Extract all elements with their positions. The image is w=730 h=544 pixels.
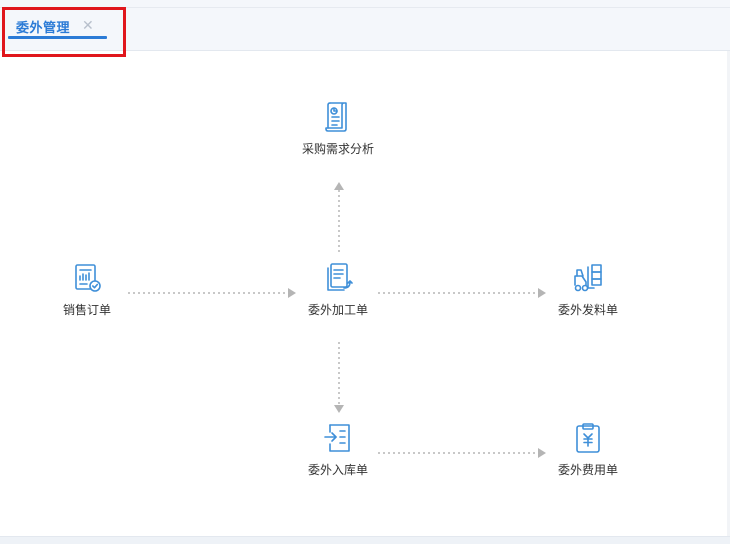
node-label: 销售订单 [62,303,111,317]
node-procurement-analysis[interactable]: 采购需求分析 [283,100,393,157]
node-outsourcing-receipt[interactable]: 委外入库单 [283,421,393,478]
clipboard-yen-icon [576,423,600,453]
node-outsourcing-material-issue[interactable]: 委外发料单 [533,261,643,318]
node-sales-order[interactable]: 销售订单 [32,261,142,318]
connector-receipt-to-expense [378,448,546,458]
highlight-box [2,7,126,57]
tab-bar-divider [0,7,730,8]
scroll-edge [727,51,730,536]
forklift-icon [574,264,602,292]
active-tab-indicator [8,36,107,39]
bottom-bar [0,536,730,544]
receipt-in-icon [324,424,350,452]
node-outsourcing-processing[interactable]: 委外加工单 [283,261,393,318]
connector-sales-to-processing [128,288,296,298]
connector-up [334,182,344,254]
document-chart-icon [325,102,347,132]
node-label: 委外费用单 [557,463,618,477]
tab-outsourcing-management[interactable]: 委外管理 ✕ [12,12,94,40]
connector-down [334,342,344,413]
tab-label[interactable]: 委外管理 [16,20,71,36]
node-outsourcing-expense[interactable]: 委外费用单 [533,421,643,478]
connector-processing-to-issue [378,288,546,298]
node-label: 委外加工单 [307,303,368,317]
document-copy-icon [327,263,353,291]
close-icon[interactable]: ✕ [82,18,94,34]
node-label: 委外发料单 [557,303,618,317]
invoice-check-icon [75,264,101,292]
node-label: 委外入库单 [307,463,368,477]
node-label: 采购需求分析 [301,142,374,156]
